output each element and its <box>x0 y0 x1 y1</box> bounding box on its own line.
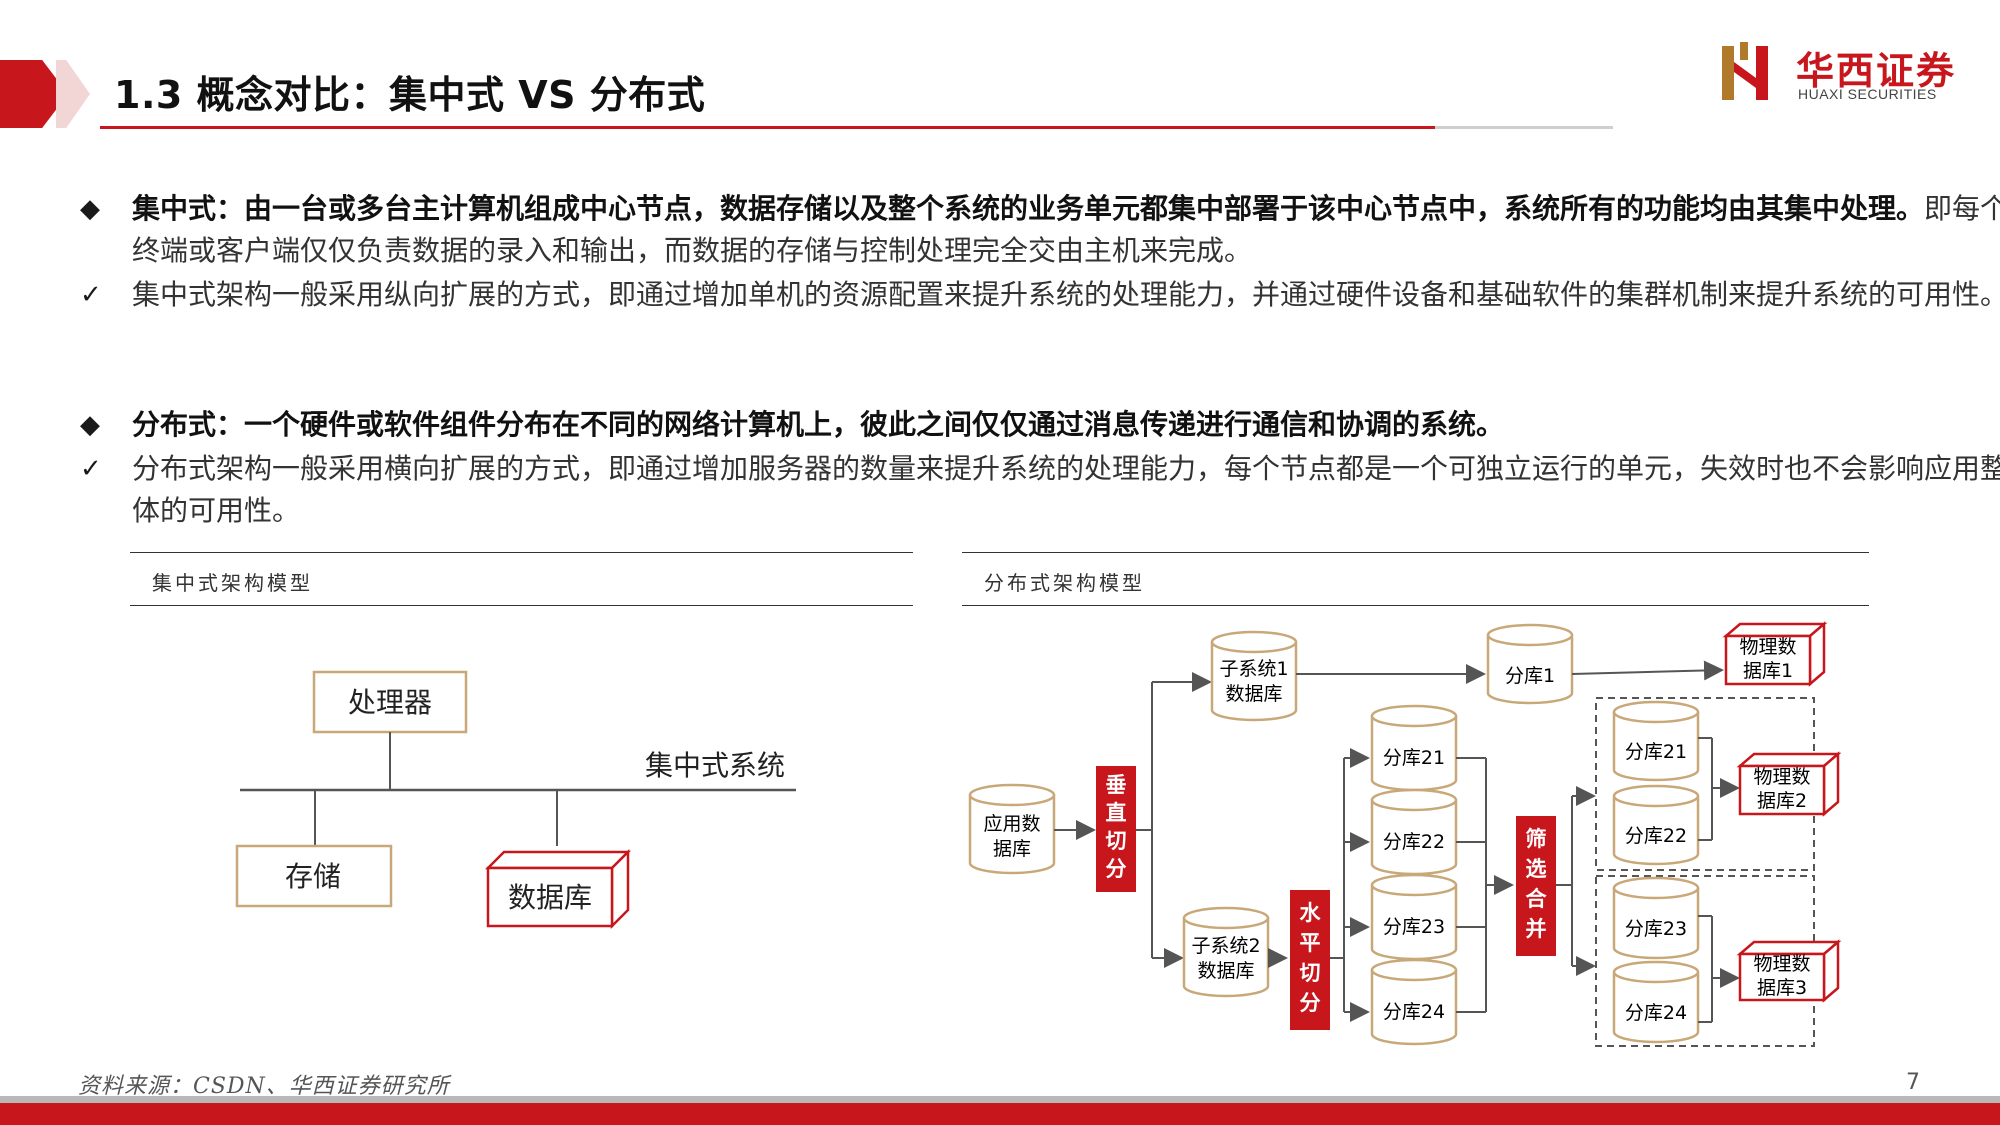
shard-label: 分库23 <box>1625 918 1687 940</box>
checkmark-icon: ✓ <box>80 280 102 310</box>
merged-shard21-cylinder: 分库21 <box>1612 700 1700 782</box>
sub1-label-1: 子系统1 <box>1219 658 1288 680</box>
fm-char: 并 <box>1526 917 1547 941</box>
centralized-scaling-text: 集中式架构一般采用纵向扩展的方式，即通过增加单机的资源配置来提升系统的处理能力，… <box>132 278 2000 311</box>
phys1-label-1: 物理数 <box>1739 636 1796 658</box>
distributed-definition: ◆ 分布式：一个硬件或软件组件分布在不同的网络计算机上，彼此之间仅仅通过消息传递… <box>80 404 1920 446</box>
vs-char: 直 <box>1106 801 1127 825</box>
subsystem1-database-cylinder: 子系统1 数据库 <box>1210 630 1298 722</box>
fm-char: 合 <box>1526 887 1548 911</box>
page-title: 1.3 概念对比：集中式 VS 分布式 <box>114 73 706 117</box>
vertical-split-box: 垂 直 切 分 <box>1096 766 1136 892</box>
footer-grey-band <box>0 1096 2000 1103</box>
horizontal-split-box: 水 平 切 分 <box>1290 890 1330 1030</box>
company-logo: 华西证券 HUAXI SECURITIES <box>1720 40 1960 110</box>
huaxi-logo-icon <box>1722 42 1768 100</box>
vs-char: 垂 <box>1106 773 1127 797</box>
shard24-cylinder: 分库24 <box>1370 958 1458 1046</box>
phys3-label-2: 据库3 <box>1757 977 1807 999</box>
shard21-cylinder: 分库21 <box>1370 704 1458 792</box>
centralized-scaling: ✓ 集中式架构一般采用纵向扩展的方式，即通过增加单机的资源配置来提升系统的处理能… <box>80 274 2000 358</box>
storage-box: 存储 <box>235 844 393 908</box>
hs-char: 水 <box>1300 901 1322 925</box>
hs-char: 平 <box>1300 931 1321 955</box>
app-db-label-2: 据库 <box>993 838 1031 860</box>
footer-red-band <box>0 1103 2000 1125</box>
centralized-architecture-diagram: 处理器 集中式系统 存储 数据库 <box>235 670 796 930</box>
diamond-bullet-icon: ◆ <box>80 410 100 440</box>
checkmark-icon: ✓ <box>80 454 102 484</box>
physical-database-1: 物理数 据库1 <box>1722 621 1828 687</box>
centralized-system-label: 集中式系统 <box>645 749 785 782</box>
logo-chinese-name: 华西证券 <box>1796 48 1957 93</box>
merged-shard23-cylinder: 分库23 <box>1612 876 1700 960</box>
phys3-label-1: 物理数 <box>1753 953 1810 975</box>
distributed-scaling-text: 分布式架构一般采用横向扩展的方式，即通过增加服务器的数量来提升系统的处理能力，每… <box>132 452 2000 527</box>
fm-char: 筛 <box>1526 827 1547 851</box>
sub2-label-1: 子系统2 <box>1191 935 1260 957</box>
physical-database-3: 物理数 据库3 <box>1736 939 1842 1003</box>
centralized-normal-text: 即每个终端或客户端仅仅负责数据的录入和输出，而数据的存储与控制处理完全交由主机来… <box>132 192 2000 267</box>
vs-char: 切 <box>1106 829 1127 853</box>
merged-shard22-cylinder: 分库22 <box>1612 784 1700 866</box>
shard-label: 分库23 <box>1383 916 1445 938</box>
title-accent-chevron <box>56 60 90 128</box>
shard-label: 分库21 <box>1625 741 1687 763</box>
distributed-figure-caption: 分布式架构模型 <box>962 552 1869 606</box>
title-underline-grey <box>1435 126 1613 129</box>
phys2-label-2: 据库2 <box>1757 790 1807 812</box>
hs-char: 分 <box>1300 991 1321 1015</box>
shard-label: 分库22 <box>1383 831 1445 853</box>
distributed-scaling: ✓ 分布式架构一般采用横向扩展的方式，即通过增加服务器的数量来提升系统的处理能力… <box>80 448 2000 532</box>
diamond-bullet-icon: ◆ <box>80 194 100 224</box>
shard1-label: 分库1 <box>1505 665 1555 687</box>
database-label: 数据库 <box>508 881 592 914</box>
phys1-label-2: 据库1 <box>1743 660 1793 682</box>
merged-shard24-cylinder: 分库24 <box>1612 960 1700 1044</box>
logo-english-name: HUAXI SECURITIES <box>1798 86 1937 102</box>
page-number: 7 <box>1906 1070 1920 1095</box>
figure-caption-text: 集中式架构模型 <box>152 571 313 595</box>
processor-label: 处理器 <box>348 686 432 719</box>
physical-database-2: 物理数 据库2 <box>1736 751 1842 817</box>
shard23-cylinder: 分库23 <box>1370 873 1458 961</box>
source-note: 资料来源：CSDN、华西证券研究所 <box>78 1074 450 1099</box>
filter-merge-box: 筛 选 合 并 <box>1516 816 1556 956</box>
definition-text: 分布式：一个硬件或软件组件分布在不同的网络计算机上，彼此之间仅仅通过消息传递进行… <box>132 404 2000 446</box>
database-box: 数据库 <box>484 848 632 930</box>
centralized-figure-caption: 集中式架构模型 <box>130 552 913 606</box>
distributed-bold-text: 分布式：一个硬件或软件组件分布在不同的网络计算机上，彼此之间仅仅通过消息传递进行… <box>132 408 1505 441</box>
vs-char: 分 <box>1106 857 1127 881</box>
centralized-definition: ◆ 集中式：由一台或多台主计算机组成中心节点，数据存储以及整个系统的业务单元都集… <box>80 188 2000 272</box>
distributed-architecture-diagram: 应用数 据库 垂 直 切 分 子系统1 数据库 分库1 物理数 据库1 <box>968 621 1842 1047</box>
shard-label: 分库22 <box>1625 825 1687 847</box>
fm-char: 选 <box>1526 857 1547 881</box>
hs-char: 切 <box>1300 961 1321 985</box>
shard-label: 分库24 <box>1625 1002 1687 1024</box>
sub1-label-2: 数据库 <box>1225 683 1282 705</box>
centralized-bold-text: 集中式：由一台或多台主计算机组成中心节点，数据存储以及整个系统的业务单元都集中部… <box>132 192 1925 225</box>
definition-text: 集中式：由一台或多台主计算机组成中心节点，数据存储以及整个系统的业务单元都集中部… <box>132 188 2000 272</box>
sub2-label-2: 数据库 <box>1197 960 1254 982</box>
title-underline <box>100 126 1435 129</box>
shard22-cylinder: 分库22 <box>1370 788 1458 876</box>
app-db-label-1: 应用数 <box>983 813 1040 835</box>
shard-label: 分库21 <box>1383 747 1445 769</box>
subsystem2-database-cylinder: 子系统2 数据库 <box>1182 906 1270 998</box>
phys2-label-1: 物理数 <box>1753 766 1810 788</box>
figure-caption-text: 分布式架构模型 <box>984 571 1145 595</box>
app-database-cylinder: 应用数 据库 <box>968 783 1056 875</box>
storage-label: 存储 <box>285 860 341 893</box>
processor-box: 处理器 <box>312 670 468 734</box>
shard-label: 分库24 <box>1383 1001 1445 1023</box>
shard1-cylinder: 分库1 <box>1486 623 1574 705</box>
